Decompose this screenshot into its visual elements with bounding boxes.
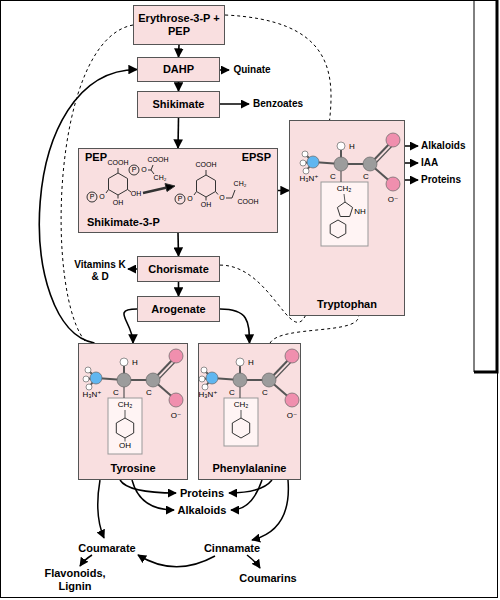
node-label: Tryptophan bbox=[290, 298, 404, 311]
atom-label: O⁻ bbox=[388, 195, 398, 204]
atom-label: H₃N⁺ bbox=[299, 174, 318, 183]
node-label: Erythrose-3-P + PEP bbox=[136, 12, 222, 38]
node-label: Shikimate bbox=[153, 98, 205, 111]
atom-label: COOH bbox=[238, 198, 259, 206]
atom-label: CH₂ bbox=[154, 174, 167, 182]
node-label: Tyrosine bbox=[79, 462, 187, 475]
node-label: Arogenate bbox=[151, 303, 205, 316]
product-label: Flavonoids, Lignin bbox=[35, 567, 115, 592]
atom-label: C bbox=[262, 388, 268, 397]
atom-label: H bbox=[132, 358, 138, 367]
process-box: Shikimate bbox=[137, 91, 220, 118]
atom-label: CH₂ bbox=[118, 400, 133, 409]
process-box: Chorismate bbox=[137, 256, 220, 282]
pathway-arrow bbox=[178, 282, 180, 296]
bracket bbox=[474, 0, 497, 372]
pathway-arrow bbox=[278, 190, 289, 192]
node-label: PEP bbox=[85, 151, 107, 164]
pathway-arrow bbox=[177, 233, 179, 256]
product-label: Coumarate bbox=[78, 542, 135, 555]
node-label: Shikimate-3-P bbox=[87, 216, 160, 229]
atom-label: P bbox=[132, 166, 137, 174]
atom-label: C bbox=[146, 388, 152, 397]
atom-label: P bbox=[178, 195, 183, 203]
atom-label: O⁻ bbox=[287, 411, 297, 420]
atom-label: H₃N⁺ bbox=[198, 390, 217, 399]
product-label: Proteins bbox=[421, 174, 461, 186]
atom-label: O bbox=[141, 166, 146, 174]
atom-label: CH₂ bbox=[234, 400, 249, 409]
atom-label: O bbox=[187, 195, 192, 203]
pathway-arrow bbox=[124, 309, 137, 343]
product-label: Proteins bbox=[180, 487, 224, 500]
product-label: Benzoates bbox=[253, 98, 303, 110]
atom-label: CH₂ bbox=[337, 184, 352, 193]
node-label: Phenylalanine bbox=[199, 462, 300, 475]
node-label: EPSP bbox=[242, 151, 271, 164]
atom-label: O bbox=[99, 193, 104, 201]
node-label: DAHP bbox=[163, 63, 194, 76]
product-arrows bbox=[80, 70, 418, 568]
atom-label: H bbox=[248, 358, 254, 367]
atom-label: OH bbox=[113, 199, 124, 207]
atom-label: H bbox=[349, 142, 355, 151]
atom-label: COOH bbox=[148, 156, 169, 164]
process-box: Arogenate bbox=[137, 296, 220, 322]
atom-label: C bbox=[113, 388, 119, 397]
atom-label: CH₂ bbox=[234, 180, 247, 188]
atom-label: COOH bbox=[108, 159, 129, 167]
product-label: Coumarins bbox=[239, 572, 296, 585]
atom-label: P bbox=[90, 193, 95, 201]
pathway-arrow bbox=[178, 45, 180, 57]
atom-label: H₃N⁺ bbox=[82, 390, 101, 399]
product-label: Cinnamate bbox=[204, 542, 260, 555]
atom-label: NH bbox=[354, 207, 366, 216]
atom-label: O⁻ bbox=[171, 411, 181, 420]
process-box: DAHP bbox=[137, 57, 220, 82]
process-box: Erythrose-3-P + PEP bbox=[133, 5, 225, 45]
pathway-arrow bbox=[220, 309, 250, 343]
product-label: IAA bbox=[421, 157, 438, 169]
product-label: Quinate bbox=[233, 64, 270, 76]
atom-label: OH bbox=[131, 190, 142, 198]
pathway-arrow bbox=[177, 118, 179, 148]
atom-label: COOH bbox=[196, 161, 217, 169]
regulation-line bbox=[270, 316, 359, 343]
atom-label: OH bbox=[201, 201, 212, 209]
product-label: Alkaloids bbox=[421, 140, 465, 152]
atom-label: C bbox=[330, 172, 336, 181]
bracket-line bbox=[474, 0, 475, 372]
regulation-line bbox=[225, 15, 331, 120]
atom-label: C bbox=[363, 172, 369, 181]
product-label: Alkaloids bbox=[178, 504, 227, 517]
product-label: Vitamins K & D bbox=[74, 259, 126, 282]
pathway-arrow bbox=[178, 82, 180, 91]
node-label: Chorismate bbox=[148, 263, 209, 276]
atom-label: O bbox=[219, 194, 224, 202]
atom-label: C bbox=[229, 388, 235, 397]
atom-label: OH bbox=[119, 441, 131, 450]
